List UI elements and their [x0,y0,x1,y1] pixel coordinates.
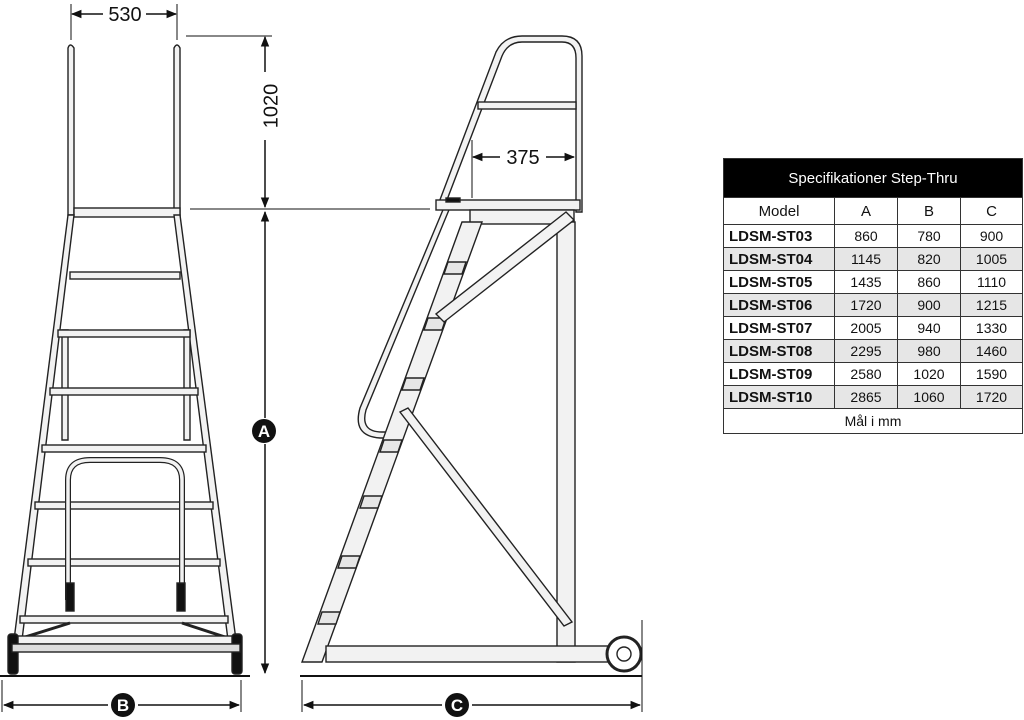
cell-c: 1110 [960,270,1023,294]
cell-c: 900 [960,224,1023,248]
front-base [11,635,241,645]
cell-b: 940 [897,316,961,340]
table-row: LDSM-ST08 2295 980 1460 [723,339,1023,363]
cell-c: 1005 [960,247,1023,271]
header-model: Model [723,197,835,225]
cell-a: 2580 [834,362,898,386]
table-row: LDSM-ST06 1720 900 1215 [723,293,1023,317]
front-handrail-right [173,44,181,216]
cell-model: LDSM-ST09 [723,362,835,386]
spec-table: Specifikationer Step-Thru Model A B C LD… [723,158,1023,434]
front-step [19,615,229,624]
cell-a: 2005 [834,316,898,340]
dim-platform-depth-label: 375 [506,147,539,169]
cell-b: 980 [897,339,961,363]
dim-platform-depth: 375 [471,140,576,198]
table-row: LDSM-ST04 1145 820 1005 [723,247,1023,271]
cell-a: 2295 [834,339,898,363]
front-step [34,501,214,510]
table-row: LDSM-ST09 2580 1020 1590 [723,362,1023,386]
cell-model: LDSM-ST03 [723,224,835,248]
front-inner-rail-right [183,329,191,441]
table-row: LDSM-ST10 2865 1060 1720 [723,385,1023,409]
cell-c: 1215 [960,293,1023,317]
dim-a: A [252,210,276,675]
front-step [57,329,191,338]
front-step [27,558,221,567]
spec-table-header: Model A B C [723,197,1023,225]
spec-table-title: Specifikationer Step-Thru [723,158,1023,198]
header-c: C [960,197,1023,225]
cell-c: 1460 [960,339,1023,363]
front-wheel [231,633,243,675]
front-view [7,44,243,675]
front-step [41,444,207,453]
front-handrail-left [67,44,75,216]
front-hoop-foot [176,582,186,612]
cell-model: LDSM-ST05 [723,270,835,294]
cell-model: LDSM-ST06 [723,293,835,317]
front-platform [73,207,181,218]
cell-a: 1720 [834,293,898,317]
cell-model: LDSM-ST04 [723,247,835,271]
cell-b: 860 [897,270,961,294]
front-lower-hoop [65,457,185,600]
front-inner-rail-left [61,329,69,441]
cell-b: 780 [897,224,961,248]
dim-top-width-label: 530 [108,4,141,26]
front-hoop-foot [65,582,75,612]
cell-c: 1590 [960,362,1023,386]
cell-b: 900 [897,293,961,317]
cell-model: LDSM-ST08 [723,339,835,363]
dim-handrail-height-label: 1020 [260,84,282,129]
cell-b: 820 [897,247,961,271]
table-row: LDSM-ST03 860 780 900 [723,224,1023,248]
cell-a: 1435 [834,270,898,294]
dim-handrail-height: 1020 [186,35,430,210]
header-b: B [897,197,961,225]
header-a: A [834,197,898,225]
side-handrail [436,35,583,213]
cell-a: 860 [834,224,898,248]
side-base [325,645,617,663]
cell-b: 1020 [897,362,961,386]
spec-table-footer: Mål i mm [723,408,1023,434]
cell-c: 1330 [960,316,1023,340]
cell-model: LDSM-ST07 [723,316,835,340]
dim-b: B [1,680,242,717]
side-lower-brace [398,407,574,627]
front-step [69,271,181,280]
dim-c: C [301,620,643,717]
front-wheel [7,633,19,675]
cell-a: 1145 [834,247,898,271]
dim-b-label: B [117,696,129,715]
table-row: LDSM-ST07 2005 940 1330 [723,316,1023,340]
side-upper-brace [434,211,576,323]
front-step [49,387,199,396]
side-view [301,35,643,673]
cell-a: 2865 [834,385,898,409]
dim-c-label: C [451,696,463,715]
cell-c: 1720 [960,385,1023,409]
cell-model: LDSM-ST10 [723,385,835,409]
side-rear-leg [556,221,576,663]
dim-a-label: A [258,422,270,441]
table-row: LDSM-ST05 1435 860 1110 [723,270,1023,294]
cell-b: 1060 [897,385,961,409]
dim-top-width: 530 [70,4,178,40]
